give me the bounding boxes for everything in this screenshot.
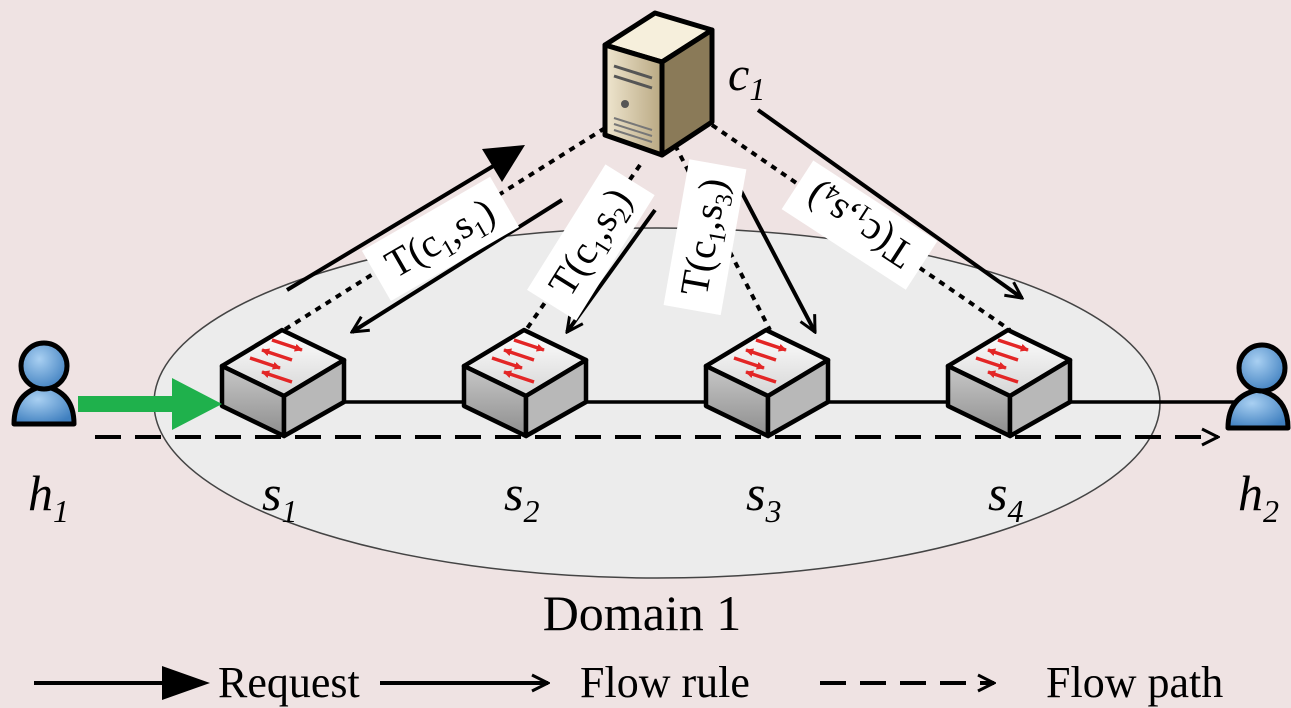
request-arrowhead [482, 145, 525, 182]
host-h1-label: h1 [28, 465, 69, 529]
switch-s3-icon [703, 327, 831, 439]
request-arrow [285, 163, 497, 292]
host-h2-label: h2 [1238, 465, 1279, 529]
control-link-s3 [673, 144, 772, 331]
host-h1-icon [11, 340, 77, 427]
switch-s2-icon [461, 327, 589, 439]
switch-s2-label: s2 [504, 465, 539, 529]
flow-rule-arrow-s4 [756, 108, 1022, 298]
flow-rule-arrow-s1 [352, 198, 564, 332]
controller-server-icon [602, 10, 715, 158]
legend-request-label: Request [218, 658, 360, 707]
legend-flow-path-label: Flow path [1046, 658, 1223, 707]
switch-s4-icon [945, 327, 1073, 439]
switch-s1-icon [219, 327, 347, 439]
legend: Request Flow rule Flow path [34, 658, 1223, 707]
domain-label: Domain 1 [543, 585, 742, 641]
delay-label-s3: T(c1,s3) [663, 159, 747, 316]
control-link-s1 [282, 126, 607, 332]
switch-s1-label: s1 [262, 465, 297, 529]
legend-flow-rule-label: Flow rule [580, 658, 750, 707]
ingress-arrowhead [172, 378, 222, 430]
switch-s3-label: s3 [746, 465, 781, 529]
switch-s4-label: s4 [988, 465, 1023, 529]
legend-request-arrowhead [162, 666, 210, 700]
flow-rule-arrow-s3 [728, 169, 817, 332]
delay-label-s1: T(c1,s1) [361, 176, 520, 301]
host-h2-icon [1225, 342, 1291, 431]
controller-label: c1 [728, 48, 765, 107]
